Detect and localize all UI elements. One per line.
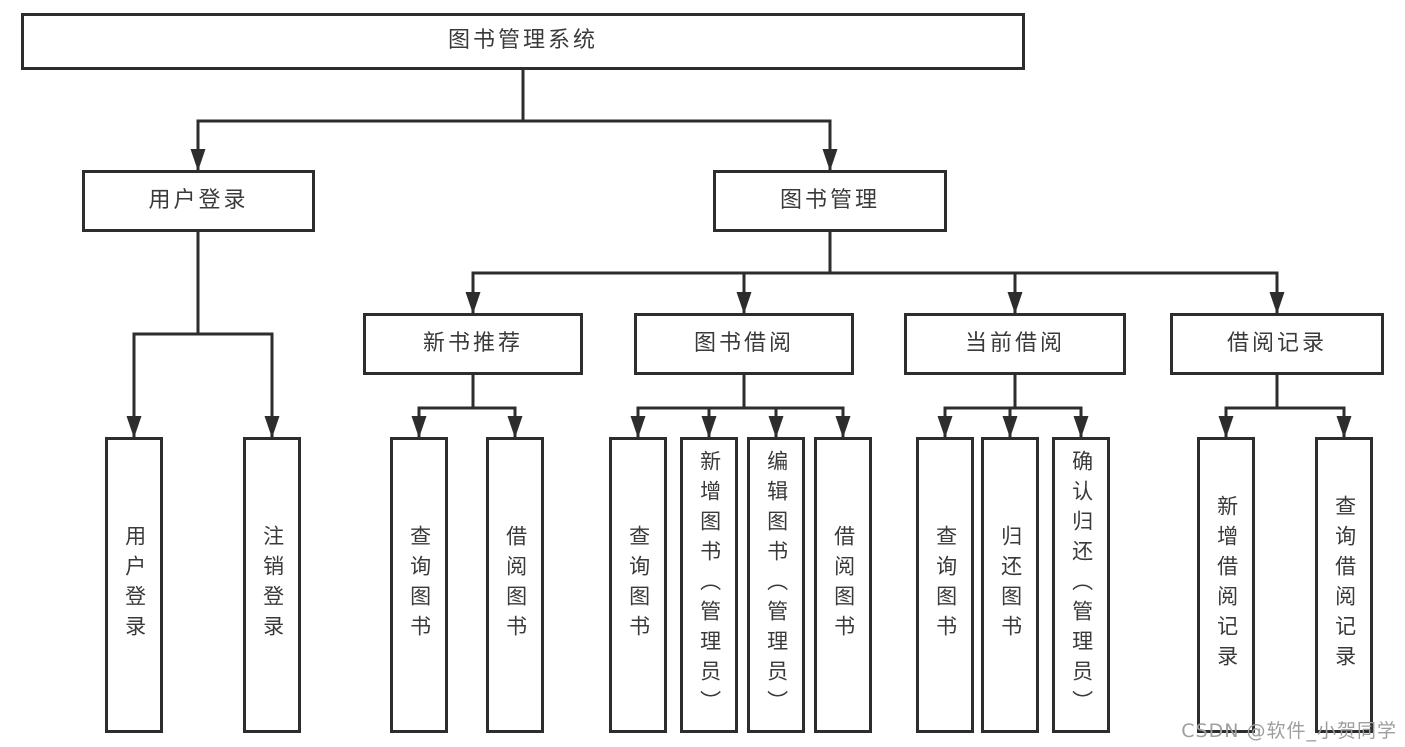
- leaf-return-book: 归还图书: [981, 437, 1039, 733]
- node-current-borrow: 当前借阅: [904, 313, 1126, 375]
- leaf-query-books-current: 查询图书: [916, 437, 974, 733]
- leaf-borrow-books: 借阅图书: [814, 437, 872, 733]
- leaf-query-borrow-record: 查询借阅记录: [1315, 437, 1373, 733]
- node-new-book-recommend: 新书推荐: [363, 313, 583, 375]
- leaf-user-login: 用户登录: [105, 437, 163, 733]
- leaf-confirm-return-admin: 确认归还（管理员）: [1052, 437, 1110, 733]
- leaf-query-books-recommend: 查询图书: [390, 437, 448, 733]
- leaf-add-borrow-record: 新增借阅记录: [1197, 437, 1255, 733]
- node-user-login: 用户登录: [82, 170, 315, 232]
- leaf-borrow-books-recommend: 借阅图书: [486, 437, 544, 733]
- node-borrow-records: 借阅记录: [1170, 313, 1384, 375]
- node-book-borrow: 图书借阅: [634, 313, 854, 375]
- watermark: CSDN @软件_小贺同学: [1181, 720, 1397, 742]
- node-book-management: 图书管理: [713, 170, 947, 232]
- node-library-system: 图书管理系统: [21, 13, 1025, 70]
- leaf-logout: 注销登录: [243, 437, 301, 733]
- leaf-add-book-admin: 新增图书（管理员）: [680, 437, 738, 733]
- leaf-edit-book-admin: 编辑图书（管理员）: [747, 437, 805, 733]
- leaf-query-books-borrow: 查询图书: [609, 437, 667, 733]
